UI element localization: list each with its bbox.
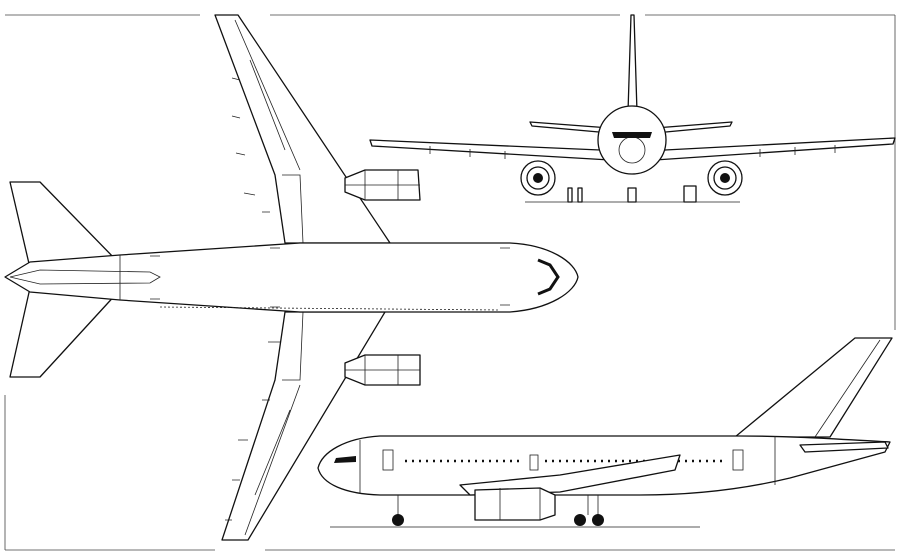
top-horizontal-stabilizer-upper (9, 181, 119, 269)
frame-lines (4, 14, 896, 551)
front-view (369, 14, 896, 203)
top-wing-lower (221, 311, 386, 541)
side-doors (382, 449, 744, 471)
top-wing-lower-flaps (225, 311, 304, 536)
front-fuselage (597, 105, 667, 175)
side-fuselage (317, 435, 891, 496)
top-cockpit-windows (537, 258, 560, 296)
front-engine-left (520, 160, 556, 196)
front-engine-right (707, 160, 743, 196)
top-fuselage-dashline (159, 306, 501, 311)
front-landing-gear (567, 185, 697, 203)
side-fin (734, 337, 893, 438)
front-wing-pods (429, 145, 836, 159)
side-wing (459, 454, 681, 496)
top-fuselage (4, 242, 579, 313)
side-landing-gear (392, 495, 604, 526)
side-engine (474, 487, 556, 521)
front-fin (627, 14, 638, 113)
side-fin-rudder (814, 339, 881, 438)
top-horizontal-stabilizer-lower (9, 287, 119, 378)
side-cockpit-windows (334, 456, 356, 463)
front-cockpit-windows (612, 132, 652, 138)
top-wing-upper-flaps (231, 19, 304, 244)
top-doors (150, 247, 510, 308)
side-horizontal-stabilizer (799, 441, 889, 453)
top-wing-upper (214, 14, 391, 244)
side-view (317, 337, 893, 528)
top-engine-upper (344, 169, 421, 201)
top-engine-lower (344, 354, 421, 386)
top-fin-outline (9, 255, 161, 300)
side-nose-line (359, 436, 776, 494)
top-view (4, 14, 579, 541)
